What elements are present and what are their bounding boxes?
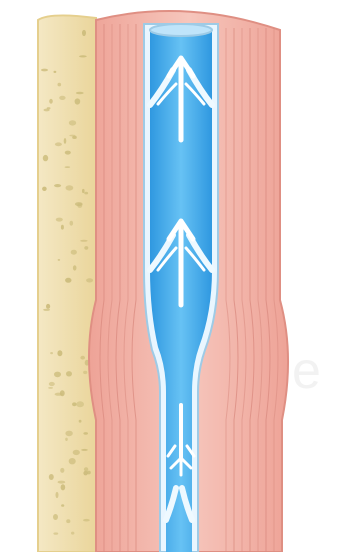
bone-pore: [42, 187, 47, 191]
bone-pore: [58, 481, 66, 484]
bone-pore: [81, 449, 88, 451]
bone-pore: [66, 371, 72, 376]
bone-pore: [53, 532, 58, 534]
bone-pore: [64, 138, 67, 144]
bone-pore: [60, 390, 65, 396]
bone-pore: [75, 98, 81, 104]
bone-pore: [56, 492, 59, 498]
bone-pore: [46, 304, 50, 309]
bone-pore: [79, 420, 82, 423]
bone-pore: [66, 185, 74, 190]
bone-pore: [82, 189, 85, 193]
bone-pore: [43, 155, 48, 161]
bone-pore: [61, 504, 64, 507]
bone-pore: [65, 438, 68, 441]
bone-pore: [61, 484, 66, 490]
bone-pore: [65, 151, 71, 155]
bone-pore: [54, 71, 57, 73]
bone-pore: [57, 350, 62, 356]
bone-pore: [49, 474, 54, 480]
bone-pore: [83, 371, 87, 374]
bone-pore: [49, 382, 55, 386]
bone-pore: [77, 203, 82, 208]
bone-layer: [38, 15, 96, 552]
vein-opening: [150, 24, 212, 36]
bone-pore: [82, 30, 86, 36]
bone-pore: [47, 107, 51, 109]
bone-pore: [54, 372, 61, 378]
bone-pore: [80, 356, 85, 360]
bone-pore: [84, 467, 88, 471]
bone-pore: [84, 246, 88, 250]
bone-pore: [69, 120, 76, 125]
bone-pore: [49, 99, 53, 104]
bone-pore: [69, 135, 75, 137]
bone-pore: [54, 184, 61, 187]
bone-pore: [76, 401, 84, 407]
bone-pore: [43, 309, 50, 311]
bone-pore: [50, 352, 53, 354]
bone-pore: [79, 55, 87, 57]
bone-pore: [80, 240, 88, 242]
bone-pore: [76, 92, 84, 95]
bone-pore: [83, 519, 90, 522]
bone-pore: [59, 96, 65, 100]
bone-pore: [61, 225, 64, 230]
bone-pore: [71, 250, 77, 255]
watermark-letter: e: [292, 342, 321, 400]
bone-pore: [71, 532, 74, 535]
bone-pore: [41, 69, 48, 72]
bone-pore: [56, 218, 63, 222]
bone-pore: [58, 259, 61, 261]
bone-pore: [65, 166, 71, 168]
bone-pore: [60, 468, 64, 473]
bone-pore: [73, 450, 80, 455]
bone-pore: [69, 458, 76, 464]
bone-pore: [83, 471, 87, 476]
bone-pore: [86, 278, 93, 282]
bone-pore: [58, 83, 62, 87]
bone-pore: [48, 387, 53, 389]
bone-pore: [70, 221, 74, 226]
bone-pore: [55, 142, 62, 146]
bone-pore: [66, 519, 70, 523]
bone-pore: [65, 278, 71, 283]
bone-pore: [73, 265, 77, 270]
bone-pore: [72, 402, 76, 406]
bone-pore: [84, 192, 88, 195]
bone-pore: [53, 514, 58, 520]
bone-pore: [83, 432, 88, 435]
bone-pore: [65, 431, 72, 437]
